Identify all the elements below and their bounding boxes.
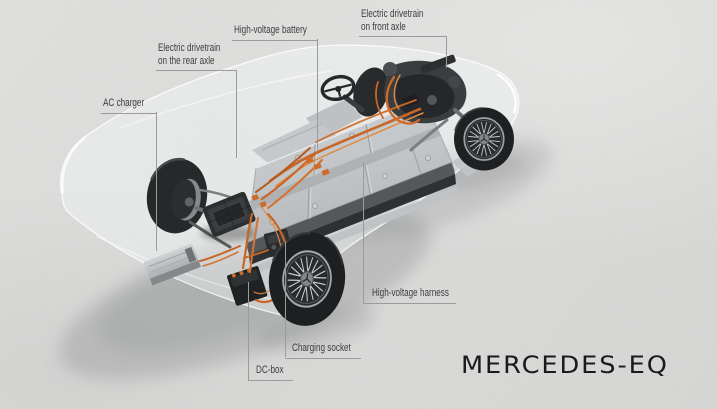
ac-charger-unit <box>144 244 201 286</box>
steering-wheel <box>320 74 356 102</box>
callout-rear-drivetrain-label-line2: on the rear axle <box>158 54 215 67</box>
callout-ac-charger-label: AC charger <box>103 97 145 109</box>
front-far-wheel <box>353 67 389 117</box>
callout-dc-box-leader-line <box>248 282 249 380</box>
callout-hv-battery-leader-line <box>317 39 318 150</box>
callout-dc-box: DC-box <box>248 364 293 381</box>
callout-front-drivetrain: Electric drivetrain on front axle <box>359 8 447 37</box>
rear-wheel <box>268 231 346 326</box>
callout-rear-drivetrain-label-line1: Electric drivetrain <box>158 42 221 54</box>
callout-hv-battery: High-voltage battery <box>232 24 318 41</box>
callout-front-drivetrain-label-line1: Electric drivetrain <box>361 8 424 20</box>
rear-deck-seam <box>261 123 323 151</box>
rear-drivetrain-unit <box>201 191 256 241</box>
mercedes-eq-wordmark: MERCEDES-EQ <box>461 351 669 380</box>
callout-ac-charger: AC charger <box>101 97 157 114</box>
callout-hv-harness-label: High-voltage harness <box>372 287 449 299</box>
callout-hv-battery-label: High-voltage battery <box>234 24 307 36</box>
dc-box-unit <box>227 266 268 306</box>
hv-connectors <box>251 156 330 208</box>
callout-dc-box-label: DC-box <box>256 364 284 376</box>
front-drivetrain-unit <box>383 54 480 152</box>
front-wheel <box>454 107 514 171</box>
callout-ac-charger-leader-line <box>156 112 157 251</box>
callout-hv-harness: High-voltage harness <box>363 287 456 304</box>
callout-rear-drivetrain: Electric drivetrain on the rear axle <box>156 42 237 71</box>
rear-far-wheel <box>146 158 208 234</box>
callout-front-drivetrain-leader-line <box>446 36 447 68</box>
steering-column <box>342 94 365 113</box>
callout-charging-socket-label: Charging socket <box>292 342 351 354</box>
callout-charging-socket: Charging socket <box>285 342 361 359</box>
callout-hv-harness-leader-line <box>363 163 364 303</box>
callout-charging-socket-leader-line <box>285 241 286 357</box>
callout-front-drivetrain-label-line2: on front axle <box>361 20 406 33</box>
callout-rear-drivetrain-leader-line <box>236 70 237 158</box>
